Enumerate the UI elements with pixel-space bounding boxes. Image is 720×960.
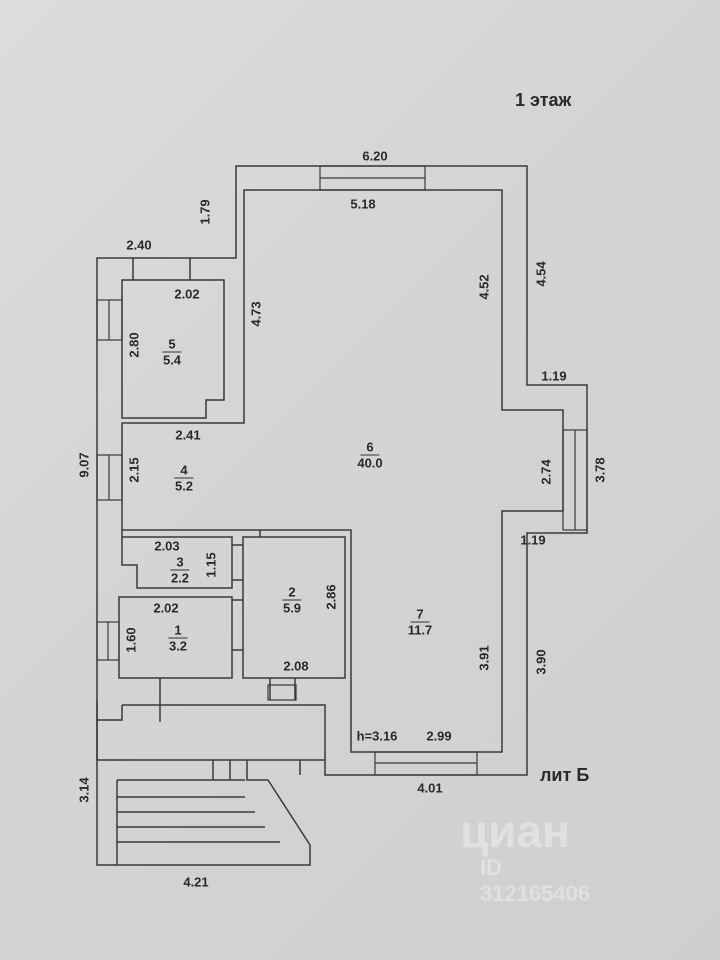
- dim-left-wing: 2.40: [126, 237, 152, 253]
- corridor: [96, 700, 326, 760]
- dim-r6-right: 4.52: [476, 274, 492, 300]
- dim-r2-width: 2.08: [283, 658, 309, 674]
- outer-wall: [96, 165, 588, 776]
- dim-left-outer: 9.07: [76, 452, 92, 478]
- dim-bay-top: 1.19: [541, 368, 567, 384]
- dim-right-outer-top: 4.54: [533, 261, 549, 287]
- dim-r5-height: 2.80: [126, 332, 142, 358]
- porch-stairs: [96, 760, 311, 866]
- dim-r6-left: 4.73: [248, 301, 264, 327]
- dim-right-outer-bottom: 3.90: [533, 649, 549, 675]
- dim-bay-inner: 2.74: [538, 459, 554, 485]
- dim-bay-bottom: 1.19: [520, 532, 546, 548]
- dim-bottom-inner: 2.99: [426, 728, 452, 744]
- dim-bay-outer: 3.78: [592, 457, 608, 483]
- dim-r5-width: 2.02: [174, 286, 200, 302]
- room-5: [121, 279, 225, 419]
- dim-bottom-outer: 4.01: [417, 780, 443, 796]
- dim-r7-height: 3.91: [476, 645, 492, 671]
- windows: [96, 165, 588, 776]
- ceiling-height: h=3.16: [356, 728, 398, 744]
- dim-r1-height: 1.60: [123, 627, 139, 653]
- dim-r2-height: 2.86: [323, 584, 339, 610]
- dim-top-outer: 6.20: [362, 148, 388, 164]
- room-2: [242, 536, 346, 679]
- dim-r4-width: 2.41: [175, 427, 201, 443]
- floor-title: 1 этаж: [515, 90, 572, 110]
- dim-r3-width: 2.03: [154, 538, 180, 554]
- room-3: [121, 536, 233, 589]
- dim-porch-width: 4.21: [183, 874, 209, 890]
- building-label: лит Б: [540, 765, 590, 785]
- watermark-logo: циан: [460, 805, 570, 857]
- dim-r3-height: 1.15: [203, 552, 219, 578]
- dim-top-inner: 5.18: [350, 196, 376, 212]
- watermark-id: ID 312165406: [480, 855, 591, 906]
- dim-left-top: 1.79: [197, 199, 213, 225]
- dim-r1-width: 2.02: [153, 600, 179, 616]
- dim-porch-height: 3.14: [76, 777, 92, 803]
- inner-wall: [121, 189, 564, 753]
- dim-r4-height: 2.15: [126, 457, 142, 483]
